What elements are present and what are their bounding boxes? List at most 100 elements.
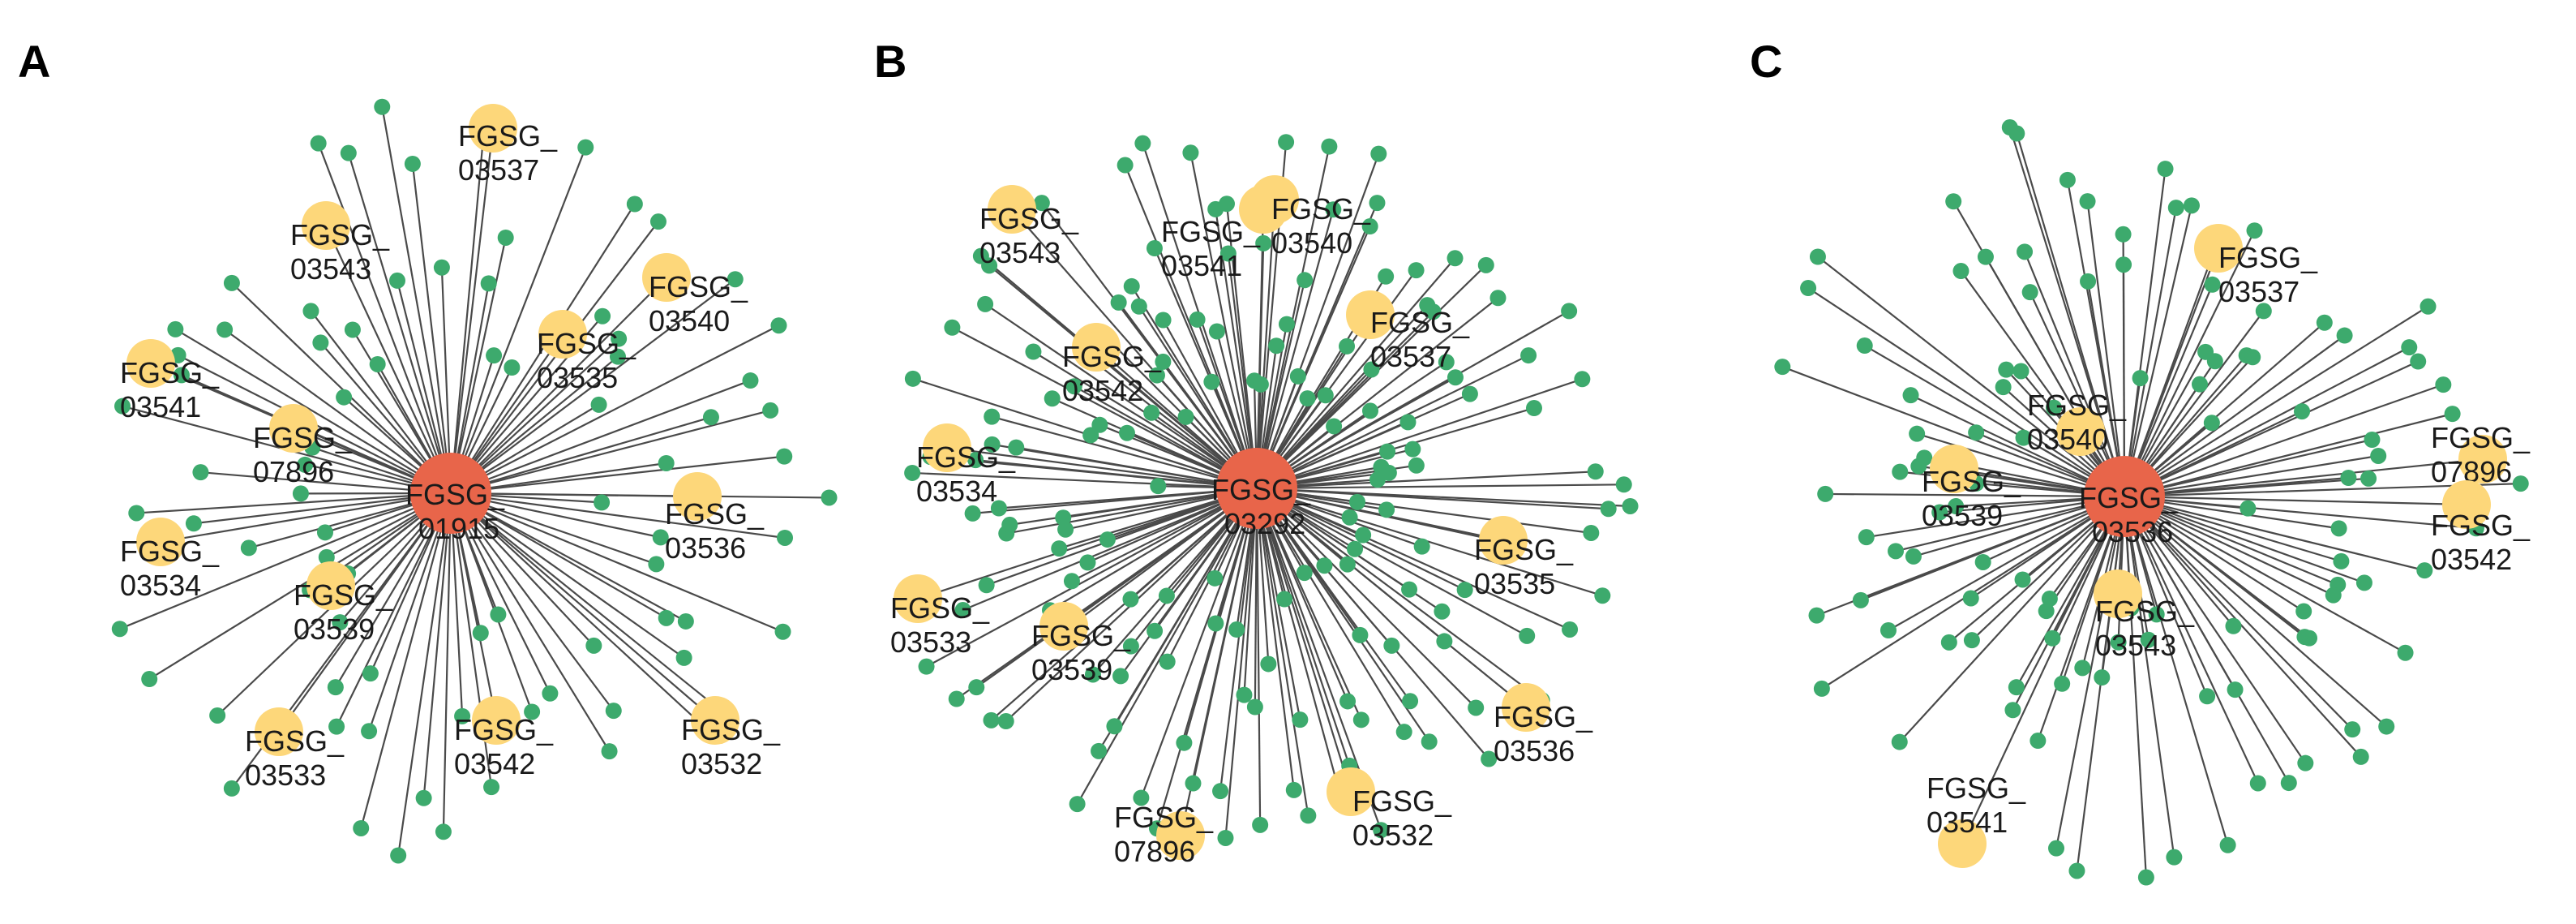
leaf-node-c	[2059, 171, 2076, 188]
edge-a	[449, 237, 507, 494]
highlight-label-line1: FGSG_	[2431, 421, 2531, 454]
leaf-node-c	[2225, 617, 2242, 634]
highlight-circle	[1938, 819, 1987, 868]
edge-c	[2124, 477, 2369, 498]
edge-c	[1807, 287, 2125, 497]
hub-label-a-line1: FGSG_	[405, 478, 505, 511]
leaf-node-a	[601, 743, 618, 760]
edge-b	[1256, 488, 1430, 742]
edge-c	[1888, 496, 2125, 631]
edge-a	[119, 492, 452, 630]
highlight-label-line1: FGSG_	[890, 591, 990, 625]
highlight-label-line1: FGSG_	[2027, 389, 2127, 422]
edge-b	[991, 415, 1258, 490]
highlight-circle	[538, 310, 587, 359]
highlight-circle	[673, 472, 722, 521]
leaf-node-a	[415, 789, 432, 806]
highlight-label-line2: 03532	[681, 747, 762, 780]
leaf-node-a	[762, 402, 779, 419]
highlight-label-line1: FGSG_	[1271, 192, 1371, 226]
leaf-node-b	[1363, 361, 1380, 378]
leaf-node-a	[490, 606, 507, 623]
leaf-node-c	[2140, 631, 2157, 648]
edge-c	[2124, 346, 2410, 497]
edge-highlight-a	[449, 127, 495, 494]
edge-c	[2124, 413, 2453, 498]
leaf-node-b	[1361, 218, 1378, 235]
leaf-node-b	[1456, 582, 1473, 599]
edge-c	[1866, 495, 2125, 539]
leaf-node-b	[1055, 509, 1072, 526]
leaf-node-c	[1931, 504, 1948, 521]
leaf-node-b	[1561, 303, 1578, 320]
leaf-node-c	[2079, 193, 2096, 210]
leaf-node-b	[1212, 783, 1229, 800]
leaf-node-c	[1968, 424, 1985, 441]
edge-b	[992, 443, 1258, 490]
edge-c	[2055, 496, 2126, 849]
edge-a	[450, 492, 724, 713]
edge-b	[1256, 488, 1489, 760]
leaf-node-b	[964, 505, 981, 522]
leaf-node-b	[1106, 718, 1123, 735]
edge-a	[336, 492, 452, 728]
leaf-node-c	[2115, 226, 2132, 243]
leaf-node-a	[611, 330, 628, 347]
highlight-circle	[2442, 480, 2491, 529]
edge-a	[449, 147, 587, 494]
leaf-node-a	[216, 321, 234, 338]
leaf-node-c	[1852, 591, 1869, 608]
leaf-node-b	[1219, 245, 1237, 262]
highlight-circle	[1072, 323, 1121, 372]
leaf-node-b	[1347, 540, 1364, 557]
edge-b	[1256, 488, 1528, 637]
edge-b	[1256, 378, 1583, 490]
highlight-node-c: FGSG_03542	[2431, 480, 2531, 576]
highlight-node-a: FGSG_03533	[245, 707, 345, 792]
leaf-node-c	[1905, 548, 1922, 565]
edge-a	[450, 380, 751, 495]
leaf-node-b	[1025, 343, 1042, 360]
panel-b: B FGSG_03543FGSG_03541FGSG_03540FGSG_035…	[874, 36, 1639, 868]
leaf-node-a	[223, 274, 240, 291]
leaf-node-c	[2370, 447, 2387, 464]
highlight-node-b: FGSG_03540	[1250, 175, 1371, 260]
leaf-node-c	[2336, 327, 2353, 344]
leaf-node-c	[1963, 632, 1980, 649]
leaf-node-b	[1321, 138, 1338, 155]
leaf-node-a	[369, 355, 386, 372]
edge-c	[1960, 270, 2125, 497]
highlight-label-line1: FGSG_	[2431, 509, 2531, 542]
leaf-node-a	[327, 679, 344, 696]
leaf-node-b	[1252, 376, 1269, 393]
leaf-node-b	[1217, 829, 1234, 846]
edge-a	[411, 163, 452, 494]
leaf-node-b	[1401, 581, 1418, 598]
leaf-node-b	[1177, 408, 1194, 425]
leaf-node-b	[1574, 371, 1591, 388]
leaf-node-c	[1891, 733, 1908, 750]
panel-letter-c: C	[1750, 36, 1782, 87]
leaf-node-b	[1278, 134, 1295, 151]
highlight-label-line1: FGSG_	[537, 327, 636, 360]
leaf-node-c	[1808, 607, 1825, 624]
leaf-node-b	[1339, 693, 1357, 710]
hub-circle-c	[2084, 456, 2165, 537]
leaf-node-b	[1369, 471, 1386, 488]
leaf-node-a	[658, 609, 675, 626]
leaf-node-b	[1562, 621, 1579, 638]
edge-b	[998, 487, 1258, 509]
leaf-node-b	[1477, 256, 1494, 273]
leaf-node-c	[1902, 387, 1919, 404]
highlight-circle	[1327, 767, 1375, 816]
leaf-node-c	[2015, 429, 2032, 446]
leaf-node-a	[302, 303, 319, 320]
leaf-node-c	[2068, 862, 2085, 879]
highlight-label-line2: 03539	[294, 612, 375, 646]
leaf-node-b	[1352, 626, 1369, 643]
leaf-node-b	[1147, 622, 1164, 639]
edge-c	[2124, 496, 2307, 764]
leaf-node-a	[483, 779, 500, 796]
highlight-label-line2: 03541	[1927, 806, 2008, 839]
